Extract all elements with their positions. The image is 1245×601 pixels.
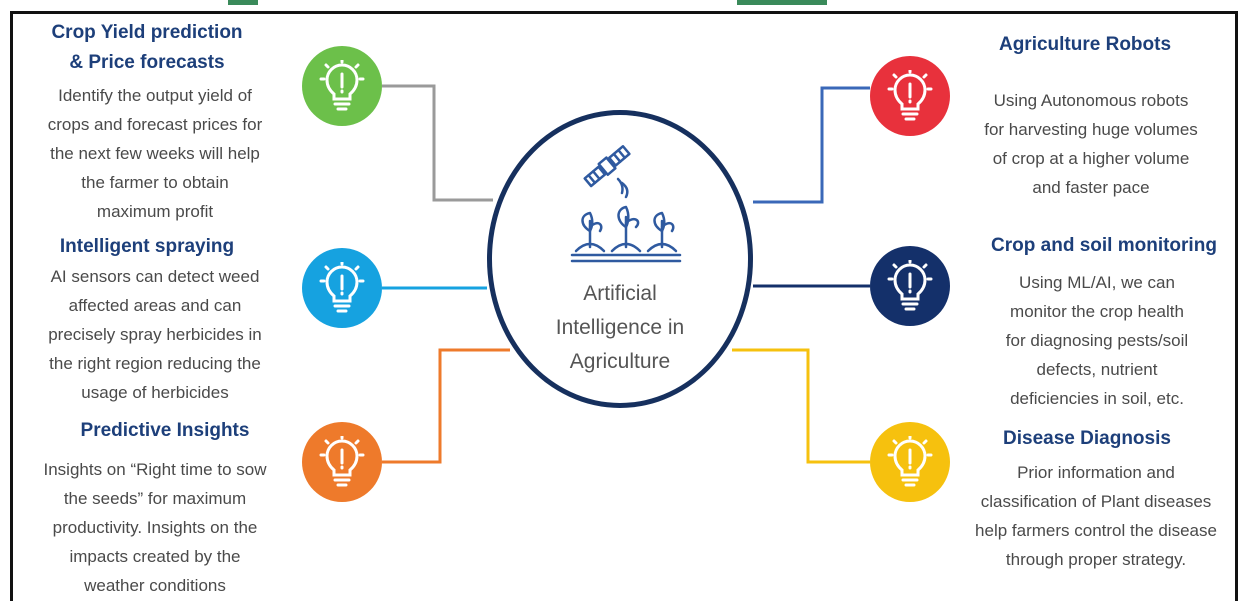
node-predictive-insights [302,422,382,502]
lightbulb-icon [319,436,365,487]
desc-line: defects, nutrient [1036,360,1158,379]
crop-yield-title: Crop Yield prediction & Price forecasts [22,18,272,78]
node-agriculture-robots [870,56,950,136]
hub-label-line: Intelligence in [555,316,685,339]
title-line: Crop Yield prediction [51,22,243,43]
connector-left-3 [382,348,510,464]
node-disease-diagnosis [870,422,950,502]
desc-line: help farmers control the disease [975,521,1217,540]
desc-line: classification of Plant diseases [980,492,1212,511]
predictive-insights-title: Predictive Insights [40,416,290,446]
connector-left-1 [382,84,493,202]
desc-line: monitor the crop health [1010,302,1184,321]
crop-soil-monitoring-title: Crop and soil monitoring [966,231,1242,261]
satellite-plants-icon [570,145,682,263]
disease-diagnosis-description: Prior information and classification of … [950,458,1242,574]
agriculture-robots-title: Agriculture Robots [960,30,1210,60]
desc-line: Using ML/AI, we can [1019,273,1175,292]
desc-line: precisely spray herbicides in [48,325,262,344]
central-hub: Artificial Intelligence in Agriculture [487,110,753,408]
lightbulb-icon [887,436,933,487]
desc-line: the seeds” for maximum [63,489,247,508]
lightbulb-icon [887,260,933,311]
hub-label-line: Agriculture [569,350,671,373]
title-line: Intelligent spraying [59,236,235,257]
desc-line: productivity. Insights on the [52,518,258,537]
desc-line: for diagnosing pests/soil [1005,331,1189,350]
lightbulb-icon [319,262,365,313]
connector-right-1 [753,86,870,204]
desc-line: Insights on “Right time to sow [43,460,267,479]
node-intelligent-spraying [302,248,382,328]
crop-soil-monitoring-description: Using ML/AI, we can monitor the crop hea… [956,268,1238,413]
lightbulb-icon [319,60,365,111]
desc-line: deficiencies in soil, etc. [1010,389,1184,408]
top-accent-right [737,0,827,5]
desc-line: crops and forecast prices for [47,115,263,134]
desc-line: the farmer to obtain [81,173,229,192]
desc-line: the right region reducing the [49,354,261,373]
title-line: Disease Diagnosis [1003,428,1171,449]
desc-line: Prior information and [1017,463,1175,482]
title-line: Crop and soil monitoring [991,235,1217,256]
title-line: Predictive Insights [80,420,250,441]
desc-line: weather conditions [84,576,226,595]
desc-line: impacts created by the [69,547,241,566]
desc-line: the next few weeks will help [50,144,260,163]
hub-label: Artificial Intelligence in Agriculture [492,277,748,379]
hub-label-line: Artificial [583,282,657,305]
title-line: Agriculture Robots [998,34,1172,55]
agriculture-robots-description: Using Autonomous robots for harvesting h… [950,86,1232,202]
desc-line: usage of herbicides [81,383,229,402]
lightbulb-icon [887,70,933,121]
diagram-frame [10,11,1238,601]
desc-line: Using Autonomous robots [993,91,1189,110]
desc-line: and faster pace [1032,178,1150,197]
desc-line: maximum profit [96,202,214,221]
desc-line: through proper strategy. [1005,550,1187,569]
connector-right-3 [732,348,870,464]
crop-yield-description: Identify the output yield of crops and f… [14,81,296,226]
node-crop-yield [302,46,382,126]
desc-line: AI sensors can detect weed [50,267,260,286]
intelligent-spraying-title: Intelligent spraying [22,232,272,262]
predictive-insights-description: Insights on “Right time to sow the seeds… [14,455,296,600]
node-crop-soil-monitoring [870,246,950,326]
title-line: & Price forecasts [69,52,225,73]
desc-line: of crop at a higher volume [992,149,1190,168]
disease-diagnosis-title: Disease Diagnosis [962,424,1212,454]
desc-line: for harvesting huge volumes [984,120,1198,139]
top-accent-left [228,0,258,5]
desc-line: Identify the output yield of [58,86,252,105]
intelligent-spraying-description: AI sensors can detect weed affected area… [14,262,296,407]
desc-line: affected areas and can [68,296,242,315]
